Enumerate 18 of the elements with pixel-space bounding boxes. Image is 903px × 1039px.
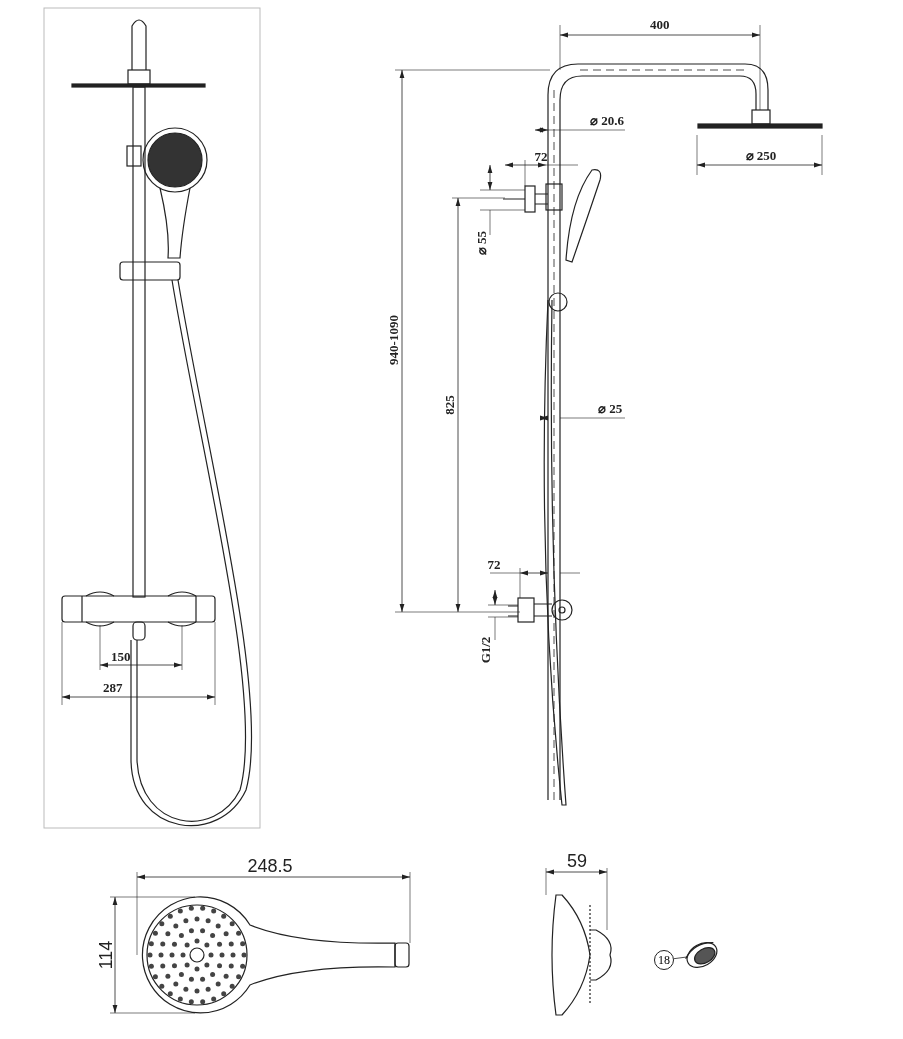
dimension-value: 825 xyxy=(442,395,457,415)
dimension-value: 940-1090 xyxy=(386,315,401,365)
dimension-value: 72 xyxy=(534,150,548,164)
insert-part-drawing xyxy=(685,941,718,969)
dimension-value: 248.5 xyxy=(247,856,293,876)
dimension-value: 150 xyxy=(111,650,131,664)
callout-number: 18 xyxy=(654,950,674,970)
dimension-value: 72 xyxy=(487,558,501,572)
dimension-value: ⌀ 55 xyxy=(475,230,490,256)
leader-line xyxy=(673,956,689,960)
dimension-value: G1/2 xyxy=(478,636,493,664)
dimension-value: 287 xyxy=(103,681,123,695)
dimension-value: ⌀ 25 xyxy=(598,402,623,416)
dimension-value: 114 xyxy=(95,940,116,970)
dimension-value: 400 xyxy=(650,18,670,32)
dimension-value: 59 xyxy=(567,851,588,871)
dimension-value: ⌀ 250 xyxy=(745,149,777,163)
dimension-value: ⌀ 20.6 xyxy=(590,114,624,128)
